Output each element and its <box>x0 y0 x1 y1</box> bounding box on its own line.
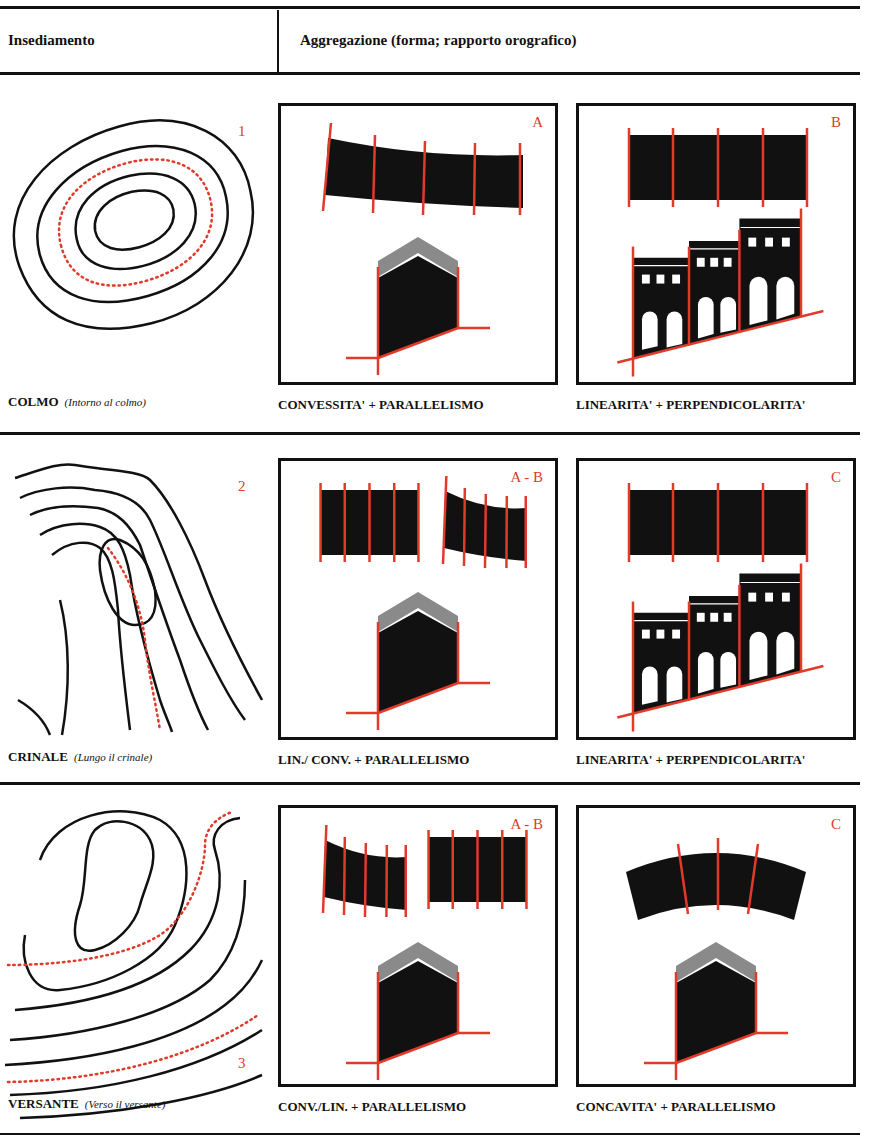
variant-letter: A <box>532 114 543 131</box>
settlement-type: CRINALE <box>8 749 68 765</box>
column-header: Aggregazione (forma; rapporto orografico… <box>300 32 576 49</box>
aggregation-caption: CONCAVITA' + PARALLELISMO <box>576 1099 776 1115</box>
row-rule <box>0 782 860 785</box>
top-rule <box>0 6 860 9</box>
settlement-caption: CRINALE (Lungo il crinale) <box>8 749 152 765</box>
settlement-type: COLMO <box>8 394 59 410</box>
settlement-note: (Verso il versante) <box>85 1098 166 1110</box>
bottom-rule <box>0 1133 860 1135</box>
callout-number: 3 <box>238 1055 246 1072</box>
settlement-caption: VERSANTE (Verso il versante) <box>8 1096 165 1112</box>
row-rule <box>0 432 860 435</box>
aggregation-caption: LINEARITA' + PERPENDICOLARITA' <box>576 752 805 768</box>
illustration-box: A - BCONV./LIN. + PARALLELISMO <box>278 805 558 1087</box>
variant-letter: C <box>831 469 841 486</box>
callout-number: 2 <box>238 478 246 495</box>
settlement-caption: COLMO (Intorno al colmo) <box>8 394 146 410</box>
header-rule <box>0 72 860 75</box>
settlement-type: VERSANTE <box>8 1096 79 1112</box>
illustration-box: ACONVESSITA' + PARALLELISMO <box>278 103 558 385</box>
illustration-box: A - BLIN./ CONV. + PARALLELISMO <box>278 458 558 740</box>
variant-letter: B <box>831 114 841 131</box>
illustration-box: CLINEARITA' + PERPENDICOLARITA' <box>576 458 856 740</box>
variant-letter: C <box>831 816 841 833</box>
aggregation-caption: LINEARITA' + PERPENDICOLARITA' <box>576 397 805 413</box>
callout-number: 1 <box>238 123 246 140</box>
variant-letter: A - B <box>510 816 543 833</box>
header-separator <box>277 10 279 72</box>
aggregation-caption: CONV./LIN. + PARALLELISMO <box>278 1099 466 1115</box>
illustration-box: BLINEARITA' + PERPENDICOLARITA' <box>576 103 856 385</box>
aggregation-caption: LIN./ CONV. + PARALLELISMO <box>278 752 469 768</box>
column-header: Insediamento <box>8 32 95 49</box>
settlement-note: (Intorno al colmo) <box>65 396 146 408</box>
aggregation-caption: CONVESSITA' + PARALLELISMO <box>278 397 484 413</box>
variant-letter: A - B <box>510 469 543 486</box>
settlement-note: (Lungo il crinale) <box>74 751 152 763</box>
illustration-box: CCONCAVITA' + PARALLELISMO <box>576 805 856 1087</box>
